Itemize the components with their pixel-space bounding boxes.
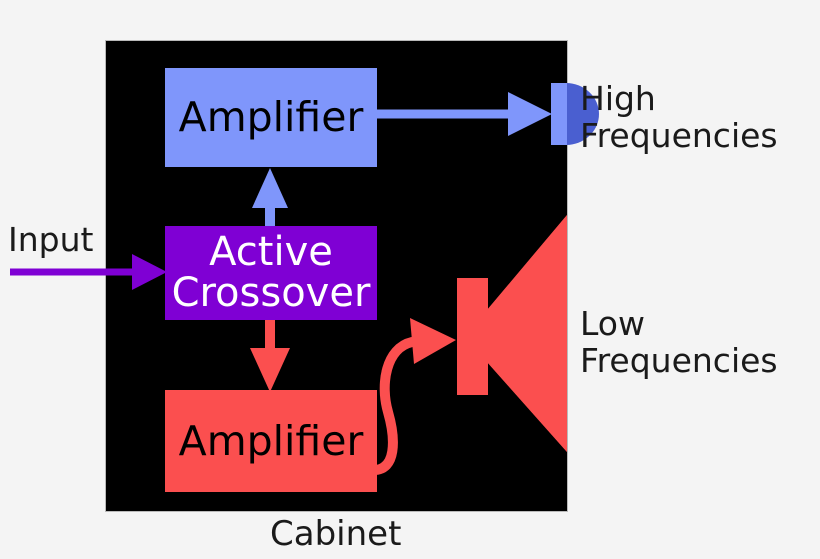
low-frequencies-line1: Low	[580, 304, 645, 343]
high-frequency-amplifier-block: Amplifier	[165, 68, 377, 167]
low-amplifier-label: Amplifier	[178, 416, 364, 465]
cabinet-label: Cabinet	[270, 514, 402, 554]
high-amplifier-label: Amplifier	[178, 93, 364, 141]
input-label: Input	[8, 220, 94, 259]
high-frequencies-line2: Frequencies	[580, 116, 778, 156]
crossover-label-line1: Active	[209, 229, 333, 276]
crossover-label-line2: Crossover	[171, 270, 371, 316]
active-crossover-block: Active Crossover	[165, 226, 377, 320]
low-frequency-amplifier-block: Amplifier	[165, 390, 377, 492]
low-frequencies-line2: Frequencies	[580, 341, 778, 381]
high-frequencies-line1: High	[580, 79, 656, 118]
